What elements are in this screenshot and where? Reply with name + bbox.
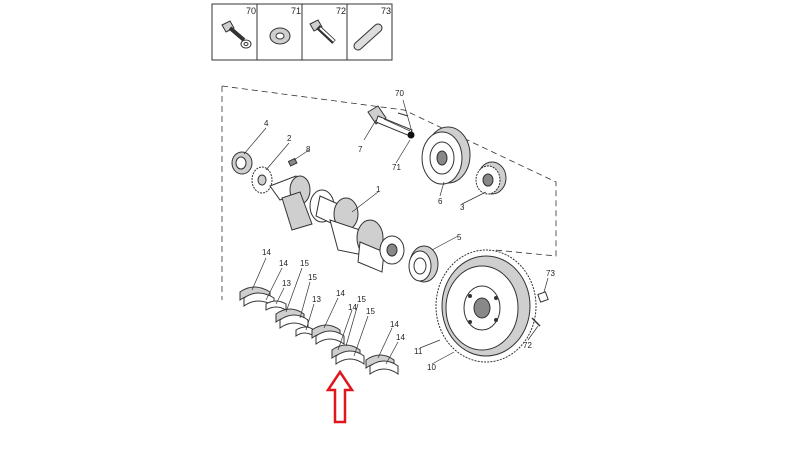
washer-icon: [269, 27, 291, 45]
callout-15: 15: [357, 295, 366, 304]
callout-70: 70: [395, 89, 404, 98]
callout-6: 6: [438, 197, 443, 206]
bolt-washer-icon: [221, 20, 252, 49]
legend-number-73: 73: [381, 6, 391, 16]
leader-lines: [243, 119, 549, 365]
callout-14: 14: [262, 248, 271, 257]
callout-10: 10: [427, 363, 436, 372]
highlight-arrow-icon: [325, 369, 355, 424]
callout-13: 13: [312, 295, 321, 304]
legend-number-71: 71: [291, 6, 301, 16]
legend-number-70: 70: [246, 6, 256, 16]
callout-1: 1: [376, 185, 381, 194]
woodruff-key: [287, 157, 298, 167]
callout-15: 15: [366, 307, 375, 316]
crankshaft-pulley: [421, 126, 471, 185]
callout-14: 14: [396, 333, 405, 342]
rear-oil-seal: [408, 245, 439, 283]
callout-4: 4: [264, 119, 269, 128]
assembly-outline: [221, 85, 557, 257]
callout-2: 2: [287, 134, 292, 143]
callout-15: 15: [300, 259, 309, 268]
callout-11: 11: [414, 347, 423, 356]
callout-72: 72: [523, 341, 532, 350]
callout-73: 73: [546, 269, 555, 278]
front-oil-seal: [231, 151, 253, 175]
callout-8: 8: [306, 145, 311, 154]
callout-14: 14: [336, 289, 345, 298]
timing-sprocket: [475, 161, 507, 195]
bearing-shells: [239, 286, 399, 375]
dowel-pin-icon: [353, 23, 383, 51]
callout-14: 14: [390, 320, 399, 329]
callout-14: 14: [279, 259, 288, 268]
callout-7: 7: [358, 145, 363, 154]
dowel-73: [537, 291, 549, 303]
flywheel-bolt-72: [531, 317, 541, 327]
flywheel: [435, 249, 537, 363]
bolt-icon: [309, 19, 336, 44]
callout-labels: 70 71 7 4 2 8 6 3 1 5 73 72 11 10 14 14 …: [262, 89, 555, 372]
callout-5: 5: [457, 233, 462, 242]
legend-box: 70 71 72 73: [211, 3, 393, 61]
callout-71: 71: [392, 163, 401, 172]
callout-13: 13: [282, 279, 291, 288]
crankshaft-gear: [251, 166, 273, 194]
callout-14: 14: [348, 303, 357, 312]
crankshaft: [269, 175, 405, 273]
washer-71: [407, 131, 415, 139]
legend-number-72: 72: [336, 6, 346, 16]
callout-15: 15: [308, 273, 317, 282]
callout-3: 3: [460, 203, 465, 212]
